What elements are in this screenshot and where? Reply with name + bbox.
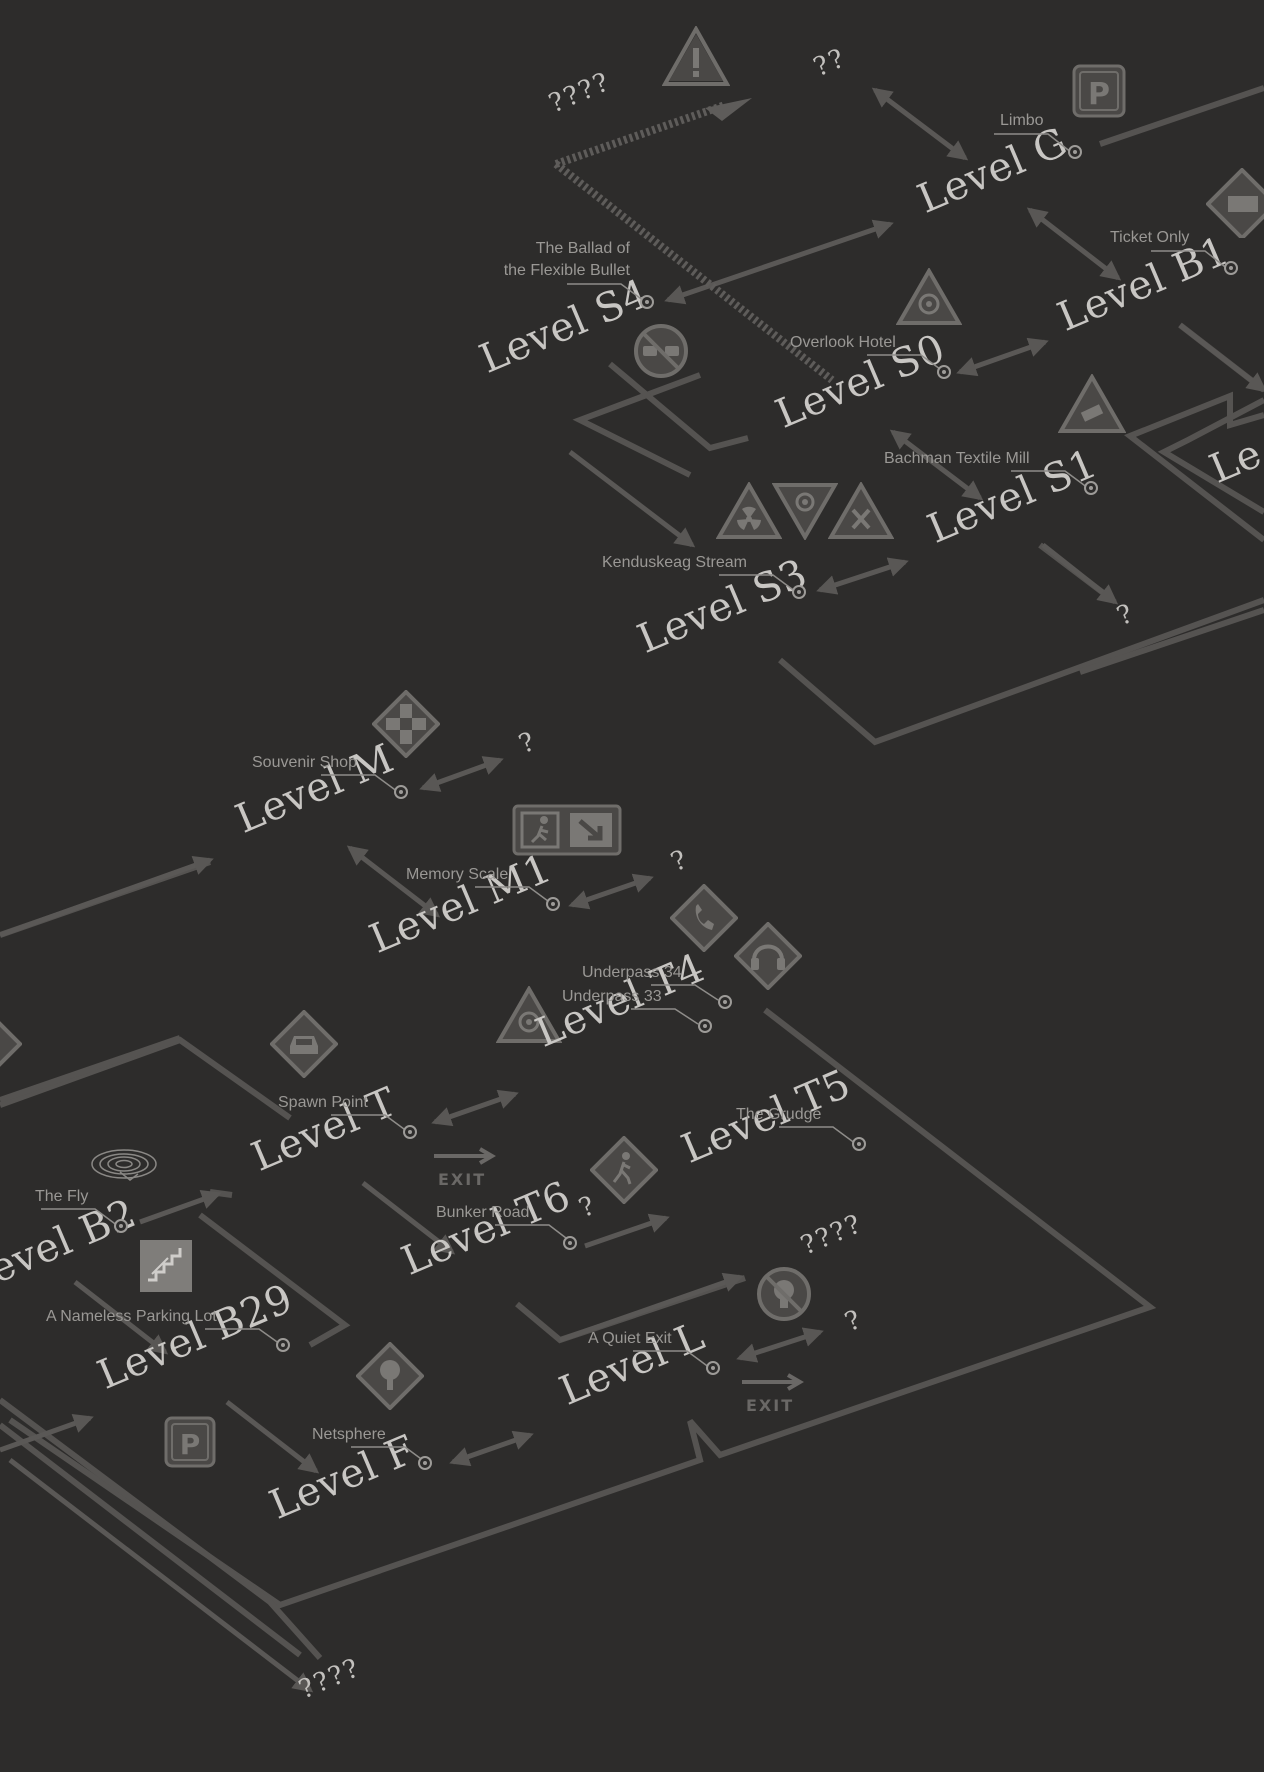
- road-sign-icon: [1206, 168, 1264, 238]
- location-kenduskeag-stream: Kenduskeag Stream: [602, 554, 747, 571]
- location-marker[interactable]: [394, 785, 408, 799]
- location-marker[interactable]: [852, 1137, 866, 1151]
- exit-label: EXIT: [438, 1170, 487, 1189]
- location-spawn-point: Spawn Point: [278, 1094, 368, 1111]
- location-marker[interactable]: [114, 1219, 128, 1233]
- location-marker[interactable]: [792, 585, 806, 599]
- leader-line: [779, 1126, 857, 1145]
- location-quiet-exit: A Quiet Exit: [588, 1330, 672, 1347]
- camera-warning-icon: [1058, 374, 1126, 433]
- phone-icon: [670, 884, 738, 952]
- svg-text:P: P: [1088, 77, 1110, 112]
- tree-icon: [356, 1342, 424, 1410]
- leader-line: [867, 354, 945, 373]
- location-overlook-hotel: Overlook Hotel: [790, 334, 896, 351]
- location-marker[interactable]: [276, 1338, 290, 1352]
- exit-sign: EXIT: [740, 1372, 830, 1422]
- route-line: [1124, 391, 1264, 543]
- leader-line: [633, 1350, 711, 1369]
- x-warning-icon: [828, 482, 894, 539]
- location-marker[interactable]: [640, 295, 654, 309]
- arrow-right-icon: [742, 1373, 804, 1391]
- route-line: [572, 372, 702, 478]
- stairs-icon: [140, 1240, 192, 1292]
- location-the-fly: The Fly: [35, 1188, 89, 1205]
- leader-line: [475, 886, 553, 905]
- leader-line: [567, 283, 645, 302]
- radiation-icon: [716, 482, 782, 539]
- location-marker[interactable]: [698, 1019, 712, 1033]
- arrow-right-icon: [434, 1147, 496, 1165]
- leader-line: [205, 1328, 281, 1345]
- location-marker[interactable]: [418, 1456, 432, 1470]
- route-line: [608, 361, 749, 452]
- location-ballad-line2: the Flexible Bullet: [503, 262, 630, 279]
- route-line: [1079, 607, 1264, 675]
- location-ballad-line1: The Ballad of: [535, 240, 630, 257]
- location-marker[interactable]: [1224, 261, 1238, 275]
- svg-text:P: P: [180, 1428, 201, 1461]
- pedestrian-icon: [590, 1136, 658, 1204]
- location-marker[interactable]: [546, 897, 560, 911]
- parking-icon: P: [1072, 64, 1126, 118]
- location-marker[interactable]: [563, 1236, 577, 1250]
- leader-line: [321, 774, 399, 793]
- route-line: [8, 1007, 1157, 1609]
- road-sign-icon: [0, 1021, 22, 1067]
- leader-line: [1011, 470, 1089, 489]
- biohazard-icon: [496, 986, 562, 1043]
- leader-line: [331, 1114, 409, 1133]
- leader-line: [651, 984, 719, 1001]
- location-bunker-road: Bunker Road: [436, 1204, 530, 1221]
- pinwheel-icon: [372, 690, 440, 758]
- leader-line: [1151, 250, 1230, 271]
- car-icon: [270, 1010, 338, 1078]
- location-ticket-only: Ticket Only: [1110, 229, 1190, 246]
- warning-icon: [662, 26, 730, 86]
- leader-line: [719, 574, 797, 593]
- exit-sign: EXIT: [432, 1146, 522, 1196]
- leader-line: [41, 1208, 119, 1227]
- location-netsphere: Netsphere: [312, 1426, 386, 1443]
- location-marker[interactable]: [1068, 145, 1082, 159]
- no-glasses-icon: [634, 324, 688, 378]
- route-line: [0, 1422, 302, 1658]
- location-limbo: Limbo: [1000, 112, 1044, 129]
- leader-line: [994, 133, 1073, 154]
- route-line: [0, 1397, 323, 1660]
- location-memory-scale: Memory Scale: [406, 866, 509, 883]
- route-line: [778, 597, 1264, 746]
- location-bachman-textile-mill: Bachman Textile Mill: [884, 450, 1030, 467]
- location-souvenir-shop: Souvenir Shop: [252, 754, 357, 771]
- leader-line: [495, 1224, 567, 1239]
- spiral-icon: [91, 1149, 157, 1181]
- biohazard-icon: [896, 268, 962, 325]
- no-sound-icon: [757, 1267, 811, 1321]
- location-underpass-34: Underpass 34: [582, 964, 682, 981]
- route-line: [1099, 85, 1264, 147]
- leader-line: [631, 1008, 699, 1025]
- location-underpass-33: Underpass 33: [562, 988, 662, 1005]
- location-marker[interactable]: [1084, 481, 1098, 495]
- route-line: [1157, 397, 1264, 515]
- route-line: [0, 1035, 181, 1103]
- location-marker[interactable]: [706, 1361, 720, 1375]
- headphones-icon: [734, 922, 802, 990]
- location-nameless-parking-lot: A Nameless Parking Lot: [46, 1308, 217, 1325]
- location-marker[interactable]: [718, 995, 732, 1009]
- parking-icon: P: [164, 1416, 216, 1468]
- route-line: [198, 1212, 351, 1348]
- emergency-exit-icon: [512, 804, 622, 856]
- exit-label: EXIT: [746, 1396, 795, 1415]
- location-the-grudge: The Grudge: [736, 1106, 822, 1123]
- biohazard-yield-icon: [772, 483, 838, 540]
- location-marker[interactable]: [937, 365, 951, 379]
- location-marker[interactable]: [403, 1125, 417, 1139]
